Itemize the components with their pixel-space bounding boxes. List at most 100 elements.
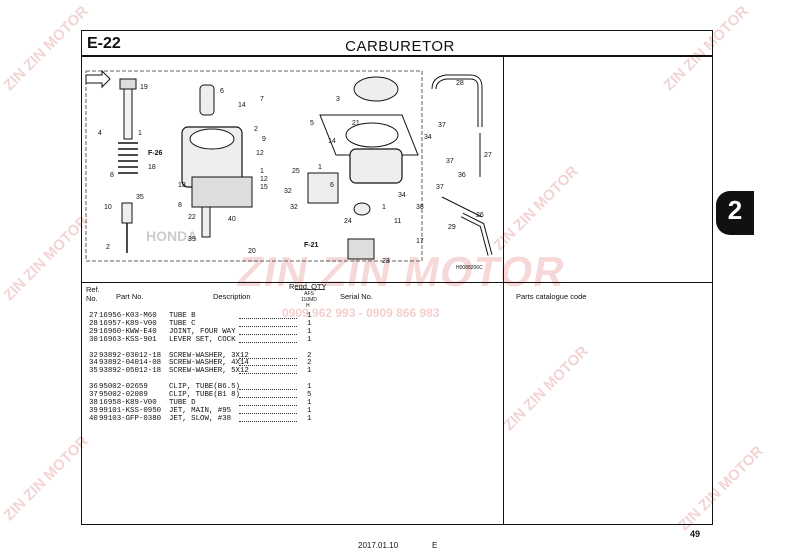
col-header-ref: Ref. No. [86,285,100,303]
col-header-catalogue: Parts catalogue code [516,292,587,301]
cell-ref: 32 [89,351,98,360]
cell-part-no: 95002-02089 [99,391,148,399]
callout: 37 [446,158,454,165]
cell-part-no: 95002-02659 [99,383,148,392]
callout: 1 [138,130,142,137]
callout: 26 [476,212,484,219]
callout: 7 [260,96,264,103]
callout: 37 [438,122,446,129]
col-header-qty: Reqd. QTY [289,282,327,291]
callout: 37 [436,184,444,191]
cell-description: TUBE C [169,319,196,328]
section-tab: 2 [716,191,754,235]
callout: 12 [256,150,264,157]
callout: 6 [330,182,334,189]
cell-qty: 1 [307,319,312,328]
cell-qty: 1 [307,312,312,320]
callout: 6 [220,88,224,95]
cell-description: JET, MAIN, #95 [169,406,232,415]
section-tab-label: 2 [727,195,743,225]
leader-dots [239,391,297,398]
header-divider [81,55,713,57]
callout: 27 [484,152,492,159]
cell-ref: 34 [89,359,98,368]
leader-dots [239,320,297,327]
leader-dots [239,415,297,422]
callout: 29 [448,224,456,231]
cell-ref: 40 [89,414,98,423]
col-header-serial: Serial No. [340,292,373,301]
callout: 34 [424,134,432,141]
page-number: 49 [690,529,701,539]
cell-qty: 5 [307,391,312,399]
cell-ref: 28 [89,319,98,328]
cell-ref: 39 [89,406,98,415]
leader-dots [239,336,297,343]
cell-description: SCREW-WASHER, 5X12 [169,367,249,376]
cell-description: JOINT, FOUR WAY [169,327,236,336]
cell-ref: 36 [89,383,98,392]
cell-part-no: 99103-GFP-0380 [99,414,162,423]
watermark-brand-midleft: ZIN ZIN MOTOR [0,212,92,305]
col-header-model: AFS 110MD [301,291,317,303]
callout: 5 [310,120,314,127]
cell-description: CLIP, TUBE(B6.5) [169,383,240,392]
callout: 28 [456,80,464,87]
page-title: CARBURETOR [345,38,455,55]
cell-ref: 27 [89,312,98,320]
cell-qty: 1 [307,398,312,407]
callout: 13 [178,182,186,189]
col-header-desc: Description [213,292,251,301]
callout: 17 [416,238,424,245]
callout: F-21 [304,242,319,249]
callout: 8 [178,202,182,209]
page-frame [81,30,713,525]
cell-part-no: 16958-K89-V00 [99,398,157,407]
section-code: E-22 [87,35,121,52]
callout: 10 [104,204,112,211]
diagram-ref-code: H0088206C [456,265,483,271]
leader-dots [239,399,297,406]
cell-part-no: 99101-KSS-0950 [99,406,162,415]
callout: 1 [382,204,386,211]
cell-ref: 30 [89,335,98,344]
cell-qty: 1 [307,335,312,344]
col-header-part: Part No. [116,292,144,301]
cell-ref: 35 [89,367,98,376]
cell-part-no: 93892-04014-08 [99,359,162,368]
cell-description: SCREW-WASHER, 4X14 [169,359,249,368]
footer-date: 2017.01.10 [358,541,399,550]
callout: 40 [228,216,236,223]
table-top-divider [81,282,713,283]
cell-part-no: 16957-K89-V00 [99,319,157,328]
callout: 19 [140,84,148,91]
callout: 8 [110,172,114,179]
callout: 1 [318,164,322,171]
cell-part-no: 93892-03012-18 [99,351,162,360]
callout: 2 [254,126,258,133]
footer-code: E [432,541,438,550]
cell-description: LEVER SET, COCK [169,335,236,344]
callout: 14 [238,102,246,109]
cell-qty: 1 [307,367,312,376]
cell-part-no: 16963-KSS-901 [99,335,157,344]
callout: 32 [290,204,298,211]
callout: 36 [458,172,466,179]
callout: 2 [106,244,110,251]
watermark-brand-topleft: ZIN ZIN MOTOR [0,2,92,95]
callout: 34 [398,192,406,199]
cell-ref: 37 [89,391,98,399]
leader-dots [239,407,297,414]
cell-description: TUBE B [169,312,196,320]
